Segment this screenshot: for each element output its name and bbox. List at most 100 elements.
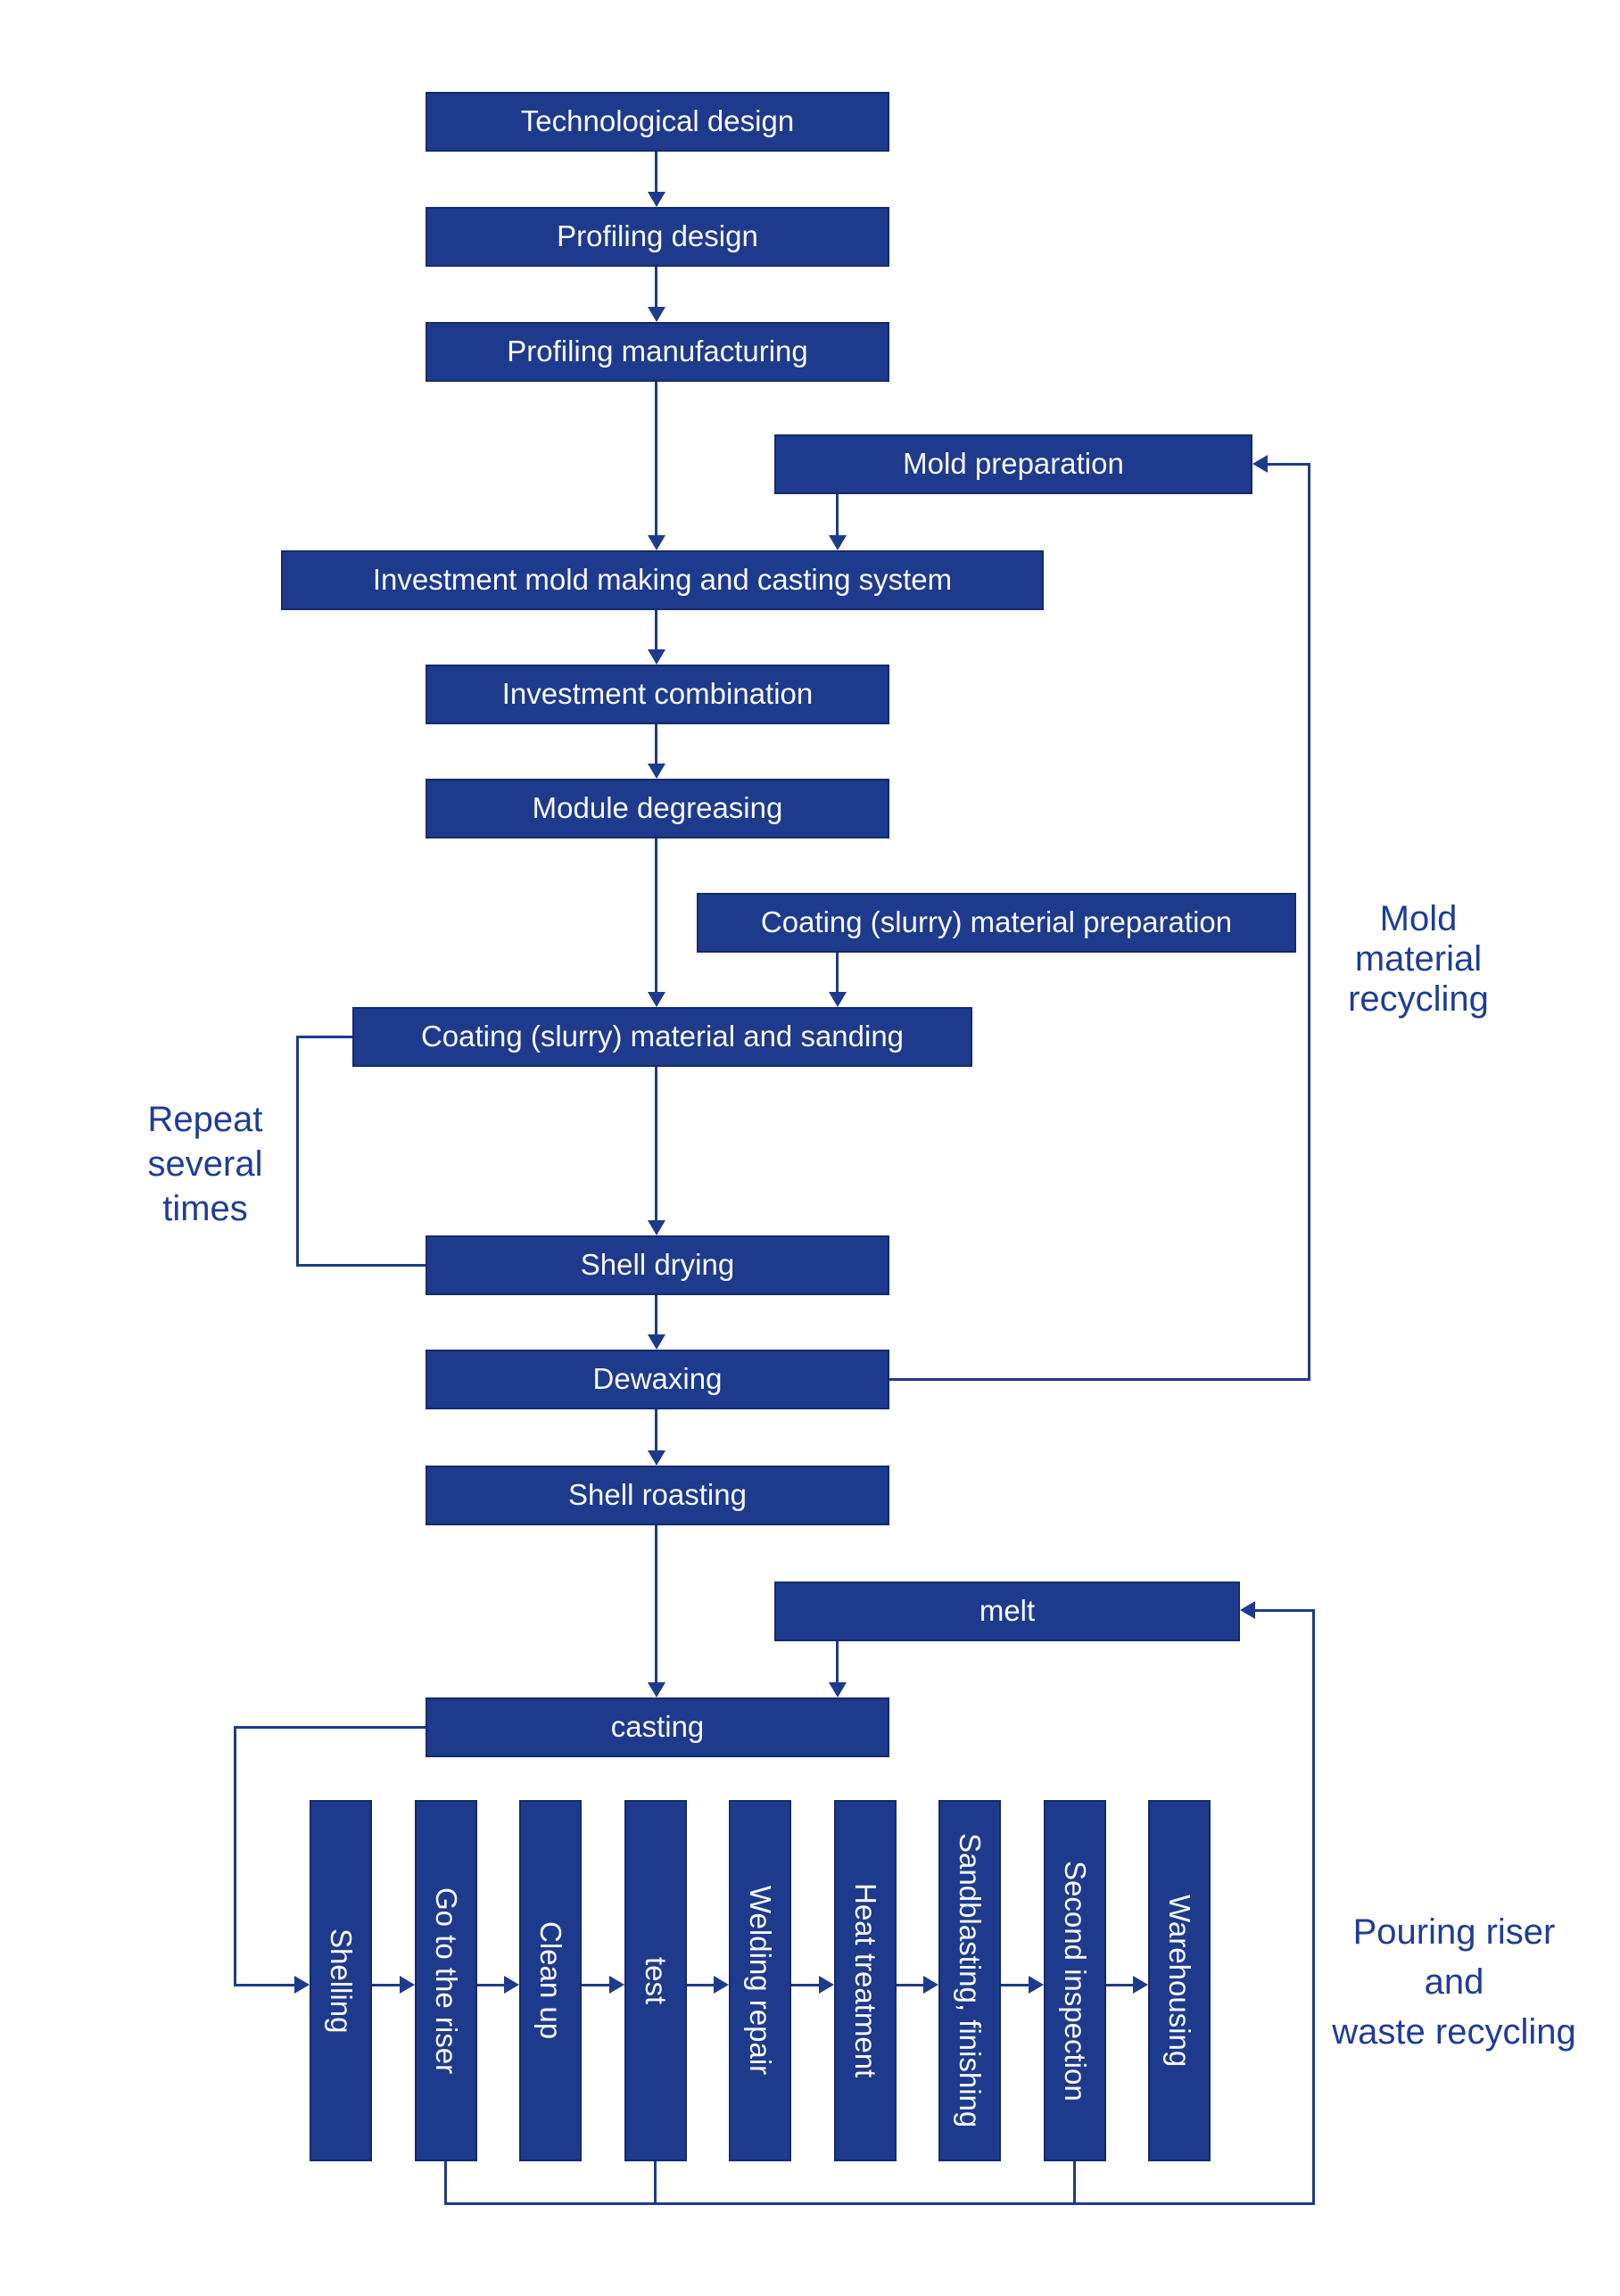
node-shelling: Shelling [310,1800,372,2161]
mold-recycling-to-moldprep-line [1268,463,1309,466]
arrowhead-right-icon [819,1976,834,1994]
node-sandblasting-finishing: Sandblasting, finishing [938,1800,1001,2161]
mold-recycling-vertical-line [1308,463,1310,1381]
node-warehousing: Warehousing [1148,1800,1211,2161]
node-second-inspection: Second inspection [1044,1800,1106,2161]
node-label: Warehousing [1163,1894,1197,2068]
arrowhead-right-icon [714,1976,729,1994]
node-coating-material-preparation: Coating (slurry) material preparation [697,893,1296,953]
node-investment-combination: Investment combination [426,665,889,724]
connector-dewaxing-roasting-line [655,1409,657,1450]
arrowhead-down-icon [648,1682,665,1697]
arrowhead-down-icon [648,535,665,550]
node-label: Sandblasting, finishing [954,1833,988,2128]
arrowhead-down-icon [648,192,665,207]
connector-heattreatment-sandblasting-line [897,1984,923,1986]
node-test: test [624,1800,687,2161]
connector-roasting-casting-line [655,1525,657,1682]
arrowhead-right-icon [294,1976,310,1994]
arrowhead-right-icon [400,1976,415,1994]
arrowhead-right-icon [504,1976,519,1994]
riser-recycling-to-melt-line [1255,1609,1314,1612]
node-heat-treatment: Heat treatment [834,1800,897,2161]
node-label: Profiling design [557,219,758,253]
node-label: Investment mold making and casting syste… [372,563,953,597]
node-label: Shell drying [580,1248,735,1282]
node-label: Coating (slurry) material preparation [760,905,1233,939]
connector-test-welding-line [687,1984,714,1986]
arrowhead-down-icon [648,307,665,322]
node-label: Second inspection [1059,1860,1093,2102]
arrowhead-right-icon [1133,1976,1148,1994]
node-mold-preparation: Mold preparation [774,434,1252,494]
repeat-loop-bottom-line [296,1264,426,1267]
node-profiling-design: Profiling design [426,207,889,267]
riser-drop-gotoriser-line [444,2161,447,2205]
node-coating-material-sanding: Coating (slurry) material and sanding [352,1007,972,1067]
node-label: Shelling [325,1928,359,2034]
node-label: test [640,1956,674,2005]
node-label: Coating (slurry) material and sanding [420,1020,905,1053]
pouring-riser-recycling-note: Pouring riser and waste recycling [1332,1912,1576,2052]
node-melt: melt [774,1582,1240,1641]
connector-degreasing-coatingsanding-line [655,838,657,992]
riser-drop-inspection-line [1073,2161,1076,2205]
connector-riser-cleanup-line [477,1984,504,1986]
node-label: Investment combination [501,677,814,711]
node-dewaxing: Dewaxing [426,1350,889,1409]
connector-techdesign-profilingdesign-line [655,152,657,192]
node-label: Clean up [534,1921,568,2040]
node-label: Shell roasting [568,1478,747,1512]
arrowhead-down-icon [829,1682,847,1697]
arrowhead-down-icon [648,1334,665,1350]
arrowhead-down-icon [648,649,665,665]
arrowhead-down-icon [648,992,665,1007]
node-profiling-manufacturing: Profiling manufacturing [426,322,889,382]
repeat-loop-top-line [296,1036,352,1038]
casting-shelling-top-line [234,1726,426,1729]
node-label: Welding repair [744,1886,778,2076]
node-casting: casting [426,1697,889,1757]
repeat-note: Repeat several times [147,1100,263,1228]
node-label: Heat treatment [849,1883,883,2078]
connector-welding-heattreatment-line [791,1984,819,1986]
mold-recycling-from-dewaxing-line [889,1378,1309,1381]
connector-profilingdesign-manufacturing-line [655,267,657,307]
node-label: Dewaxing [592,1362,723,1396]
casting-shelling-vertical-line [234,1726,236,1986]
node-clean-up: Clean up [519,1800,582,2161]
connector-inspection-warehousing-line [1106,1984,1133,1986]
connector-combination-degreasing-line [655,724,657,764]
node-label: Module degreasing [532,791,783,825]
riser-recycling-vertical-line [1312,1609,1315,2205]
connector-moldprep-investmentmold-line [836,494,839,535]
arrowhead-down-icon [648,1450,665,1466]
arrowhead-left-icon [1240,1601,1255,1619]
connector-melt-casting-line [836,1641,839,1682]
casting-shelling-bottom-line [234,1984,294,1986]
connector-shelling-riser-line [372,1984,400,1986]
arrowhead-down-icon [648,764,665,779]
riser-collector-line [445,2202,1315,2205]
arrowhead-down-icon [829,992,847,1007]
arrowhead-right-icon [923,1976,938,1994]
arrowhead-down-icon [829,535,847,550]
node-label: casting [610,1710,705,1744]
mold-material-recycling-note: Mold material recycling [1348,899,1489,1019]
connector-coatingprep-coatingsanding-line [836,953,839,992]
node-shell-drying: Shell drying [426,1235,889,1295]
connector-cleanup-test-line [582,1984,609,1986]
node-label: Go to the riser [430,1887,464,2075]
connector-investmentmold-combination-line [655,610,657,649]
connector-shelldrying-dewaxing-line [655,1295,657,1334]
connector-sandblasting-inspection-line [1001,1984,1029,1986]
node-technological-design: Technological design [426,92,889,152]
node-shell-roasting: Shell roasting [426,1466,889,1525]
node-module-degreasing: Module degreasing [426,779,889,838]
repeat-loop-vertical-line [296,1036,299,1267]
node-label: melt [979,1594,1036,1628]
connector-coatingsanding-shelldrying-line [655,1067,657,1220]
node-welding-repair: Welding repair [729,1800,791,2161]
arrowhead-right-icon [1029,1976,1044,1994]
